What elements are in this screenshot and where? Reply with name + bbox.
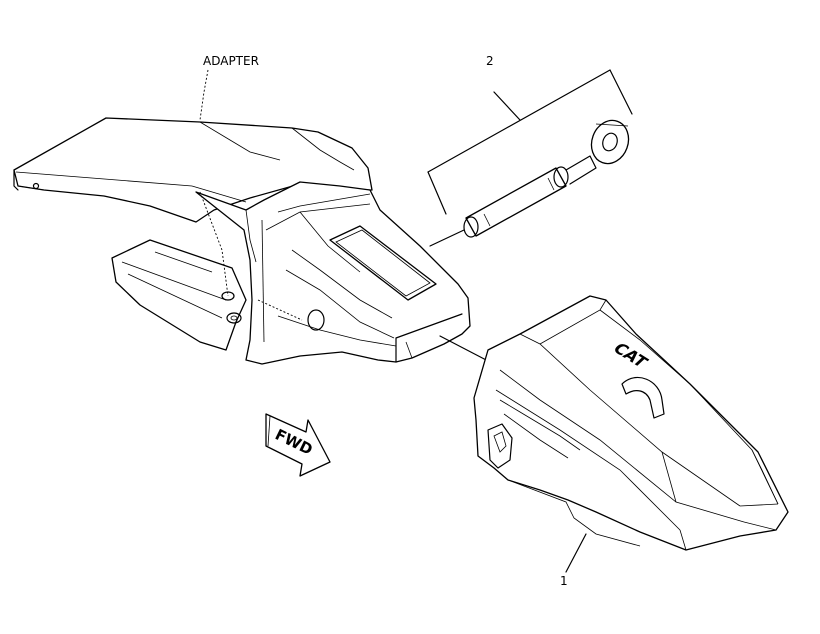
- forward-arrow-icon: FWD: [265, 413, 331, 477]
- adapter-leader-line: [199, 69, 209, 121]
- adapter-label: ADAPTER: [203, 54, 259, 68]
- assembly-guide-line: [439, 335, 491, 363]
- tip-number-label: 1: [560, 574, 568, 588]
- pin-assembly: [427, 69, 633, 247]
- adapter-part: [13, 117, 471, 365]
- pin-set-number-label: 2: [486, 54, 494, 68]
- tip-leader-line: [565, 533, 587, 573]
- tip-part: [473, 295, 789, 551]
